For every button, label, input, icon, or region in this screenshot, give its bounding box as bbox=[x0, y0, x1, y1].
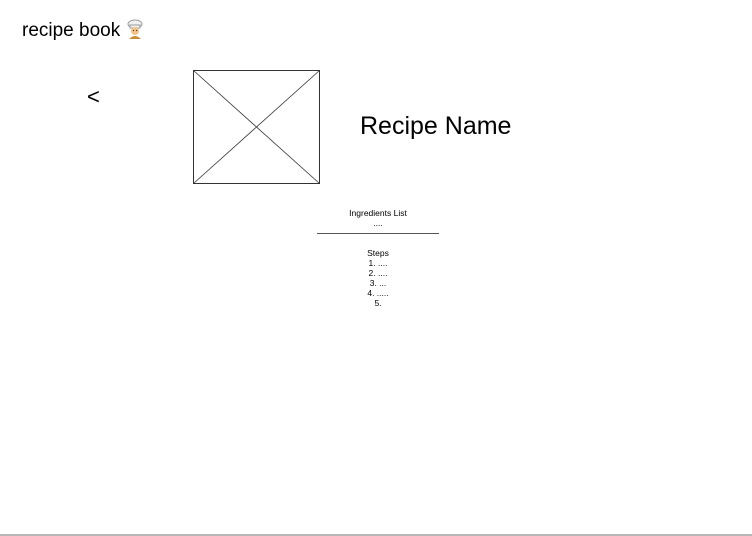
steps-section: Steps 1. .... 2. .... 3. ... 4. ..... 5. bbox=[317, 248, 439, 308]
steps-heading: Steps bbox=[367, 248, 389, 258]
step-item: 3. ... bbox=[369, 278, 387, 288]
ingredient-item: .... bbox=[373, 218, 383, 228]
section-divider bbox=[317, 233, 439, 234]
app-title-text: recipe book bbox=[22, 20, 121, 41]
recipe-image-placeholder bbox=[193, 70, 320, 184]
step-item: 1. .... bbox=[368, 258, 388, 268]
chef-icon bbox=[127, 19, 143, 39]
ingredients-heading: Ingredients List bbox=[349, 208, 407, 218]
back-button[interactable]: < bbox=[87, 84, 100, 109]
bottom-border bbox=[0, 534, 752, 536]
step-item: 4. ..... bbox=[367, 288, 389, 298]
step-item: 5. bbox=[374, 298, 382, 308]
app-title: recipe book bbox=[22, 19, 144, 43]
ingredients-section: Ingredients List .... bbox=[317, 208, 439, 228]
step-item: 2. .... bbox=[368, 268, 388, 278]
recipe-name: Recipe Name bbox=[360, 112, 512, 140]
